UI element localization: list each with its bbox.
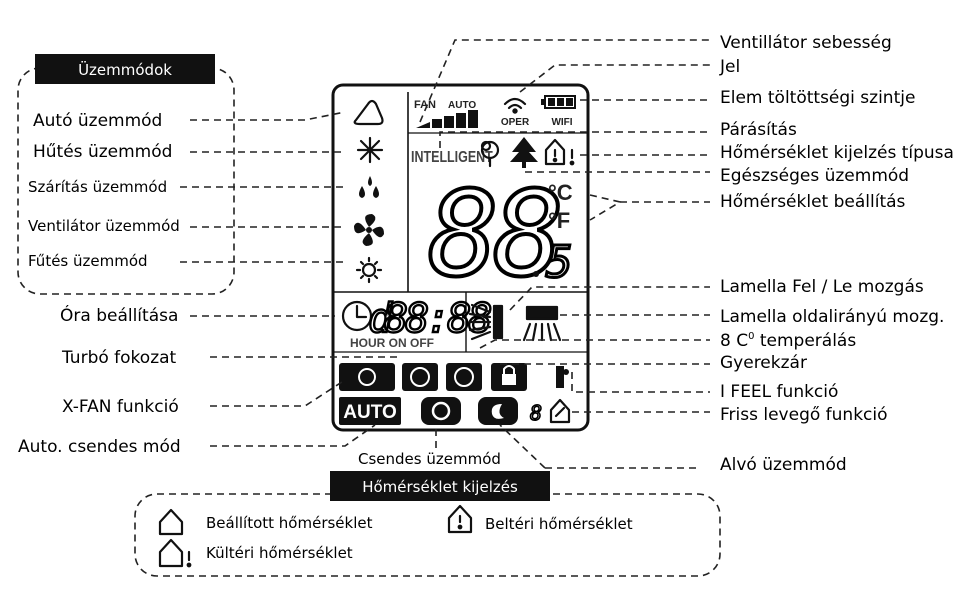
label-child-lock: Gyerekzár [720,353,807,373]
label-battery: Elem töltöttségi szintje [720,88,915,108]
lcd-small-digit: 5 [546,237,573,288]
house-indoor-icon [544,138,575,166]
label-auto-quiet: Auto. csendes mód [18,437,181,457]
label-heat8-main: 8 C [720,331,748,351]
lcd-oper-text: OPER [501,117,530,128]
label-health: Egészséges üzemmód [720,166,909,186]
lcd-temp-digits: 88 [428,165,558,303]
label-dry-mode: Szárítás üzemmód [28,178,167,196]
signal-icon [503,97,527,114]
swing-updown-icon [468,303,504,341]
label-sleep: Alvó üzemmód [720,455,847,475]
label-fresh-air: Friss levegő funkció [720,405,888,425]
lcd-small-8: 8 [530,401,542,425]
label-cool-mode: Hűtés üzemmód [33,142,172,162]
swing-side-icon [522,305,562,342]
lcd-fan-text: FAN [414,99,436,111]
lcd-wifi-text: WIFI [551,117,572,128]
label-heat8-suffix: temperálás [754,331,856,351]
temp-legend-title: Hőmérséklet kijelzés [362,478,518,496]
label-auto-mode: Autó üzemmód [33,111,162,131]
label-fan-mode: Ventilátor üzemmód [28,217,180,235]
lcd-unit-c: °C [548,180,573,205]
label-heat8: 8 C0 temperálás [720,331,856,351]
lcd-clock-digits: 88:88 [384,296,490,342]
lcd-frame [331,83,590,432]
legend-indoor-temp: Beltéri hőmérséklet [485,515,633,533]
quiet-button [421,397,461,425]
house-indoor-legend-icon [447,504,473,534]
temp-legend-title-bg [330,471,550,501]
clock-icon [341,300,373,332]
battery-icon [541,95,576,109]
lcd-unit-f: °F [548,208,570,233]
fresh-air-icon [549,398,571,424]
lcd-decimal-dot [533,271,539,277]
lcd-auto-text: AUTO [448,100,476,111]
label-clock: Óra beállítása [60,304,178,326]
label-swing-side: Lamella oldalirányú mozg. [720,307,944,327]
label-heat-mode: Fűtés üzemmód [28,252,148,270]
house-set-icon [158,508,184,536]
label-temp-set: Hőmérséklet beállítás [720,192,906,212]
heat8-button [446,363,482,391]
label-turbo: Turbó fokozat [61,348,177,368]
label-ifeel: I FEEL funkció [720,382,838,402]
house-outdoor-icon [158,538,192,568]
temp-legend-frame [134,493,721,577]
auto-mode-icon [353,99,384,126]
label-xfan: X-FAN funkció [62,397,179,417]
fan-speed-bars [416,110,478,128]
label-quiet-mode: Csendes üzemmód [358,450,501,468]
fan-icon [354,214,384,246]
sleep-button [478,397,518,425]
legend-outdoor-temp: Kültéri hőmérséklet [206,544,353,562]
label-signal: Jel [719,57,740,77]
modes-title-bg [35,54,215,84]
label-heat8-sup: 0 [748,331,754,342]
sun-icon [355,256,383,284]
lock-button [491,363,527,391]
humidify-icon [480,140,500,168]
ifeel-icon [556,366,569,388]
label-temp-display-type: Hőmérséklet kijelzés típusa [720,143,954,163]
lcd-hour-on-off: HOUR ON OFF [350,336,434,350]
xfan-button [339,363,395,391]
droplets-icon [359,176,379,198]
label-humidify: Párásítás [720,120,797,140]
snowflake-icon [356,136,384,164]
legend-set-temp: Beállított hőmérséklet [206,514,373,532]
leader-lines [180,39,710,469]
label-fan-speed: Ventillátor sebesség [720,33,892,53]
turbo-button [402,363,438,391]
label-swing-updown: Lamella Fel / Le mozgás [720,277,924,297]
lcd-intelligent-text: INTELLIGENT [411,149,493,167]
tree-icon [510,137,538,168]
auto-button-bg [339,397,401,425]
auto-button-text: AUTO [343,402,396,423]
modes-title: Üzemmódok [78,60,172,79]
